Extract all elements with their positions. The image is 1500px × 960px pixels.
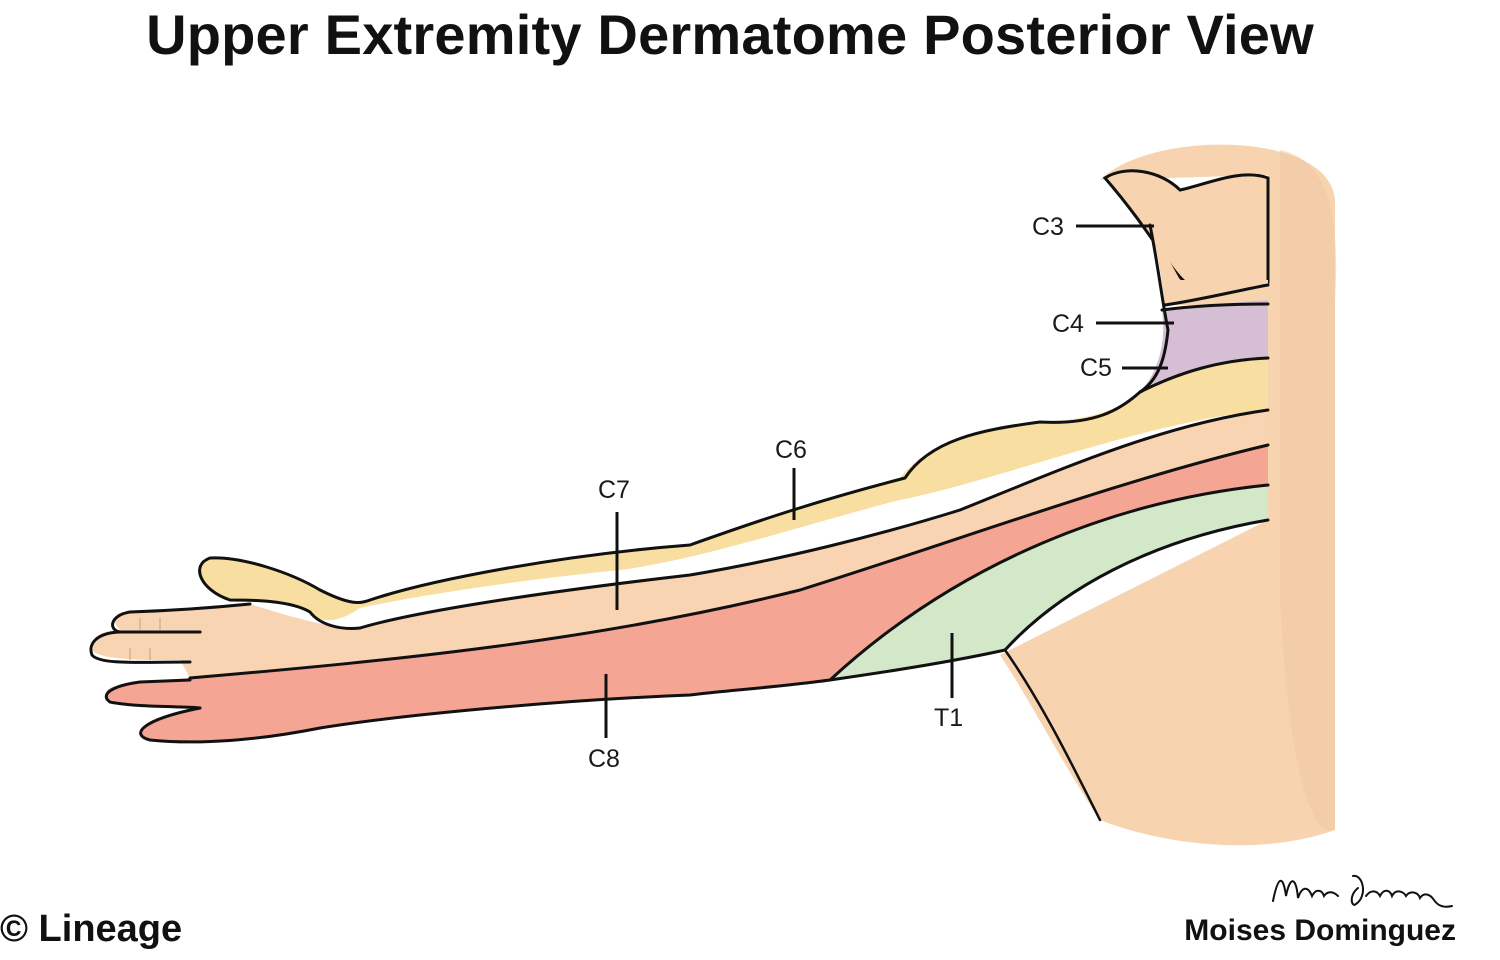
label-c5: C5: [1080, 354, 1112, 382]
outline-strokes: [89, 223, 1270, 822]
finger-creases: [129, 618, 161, 660]
label-t1: T1: [934, 704, 963, 732]
leader-lines: [604, 224, 1174, 738]
label-c7: C7: [598, 476, 630, 504]
torso-shape: [1000, 144, 1335, 846]
artist-signature: [1272, 874, 1453, 908]
label-c3: C3: [1032, 213, 1064, 241]
neck-c3-lower: [1150, 225, 1268, 305]
copyright-notice: © Lineage: [0, 908, 183, 950]
label-c4: C4: [1052, 310, 1084, 338]
c8-region: [106, 445, 1268, 742]
c7-region: [91, 410, 1268, 678]
torso-shading: [1280, 150, 1337, 831]
t1-region: [830, 485, 1268, 680]
artist-credit: Moises Dominguez: [1184, 914, 1456, 947]
diagram-title: Upper Extremity Dermatome Posterior View: [146, 3, 1314, 66]
c6-region: [199, 358, 1268, 621]
label-c6: C6: [775, 436, 807, 464]
label-c8: C8: [588, 745, 620, 773]
